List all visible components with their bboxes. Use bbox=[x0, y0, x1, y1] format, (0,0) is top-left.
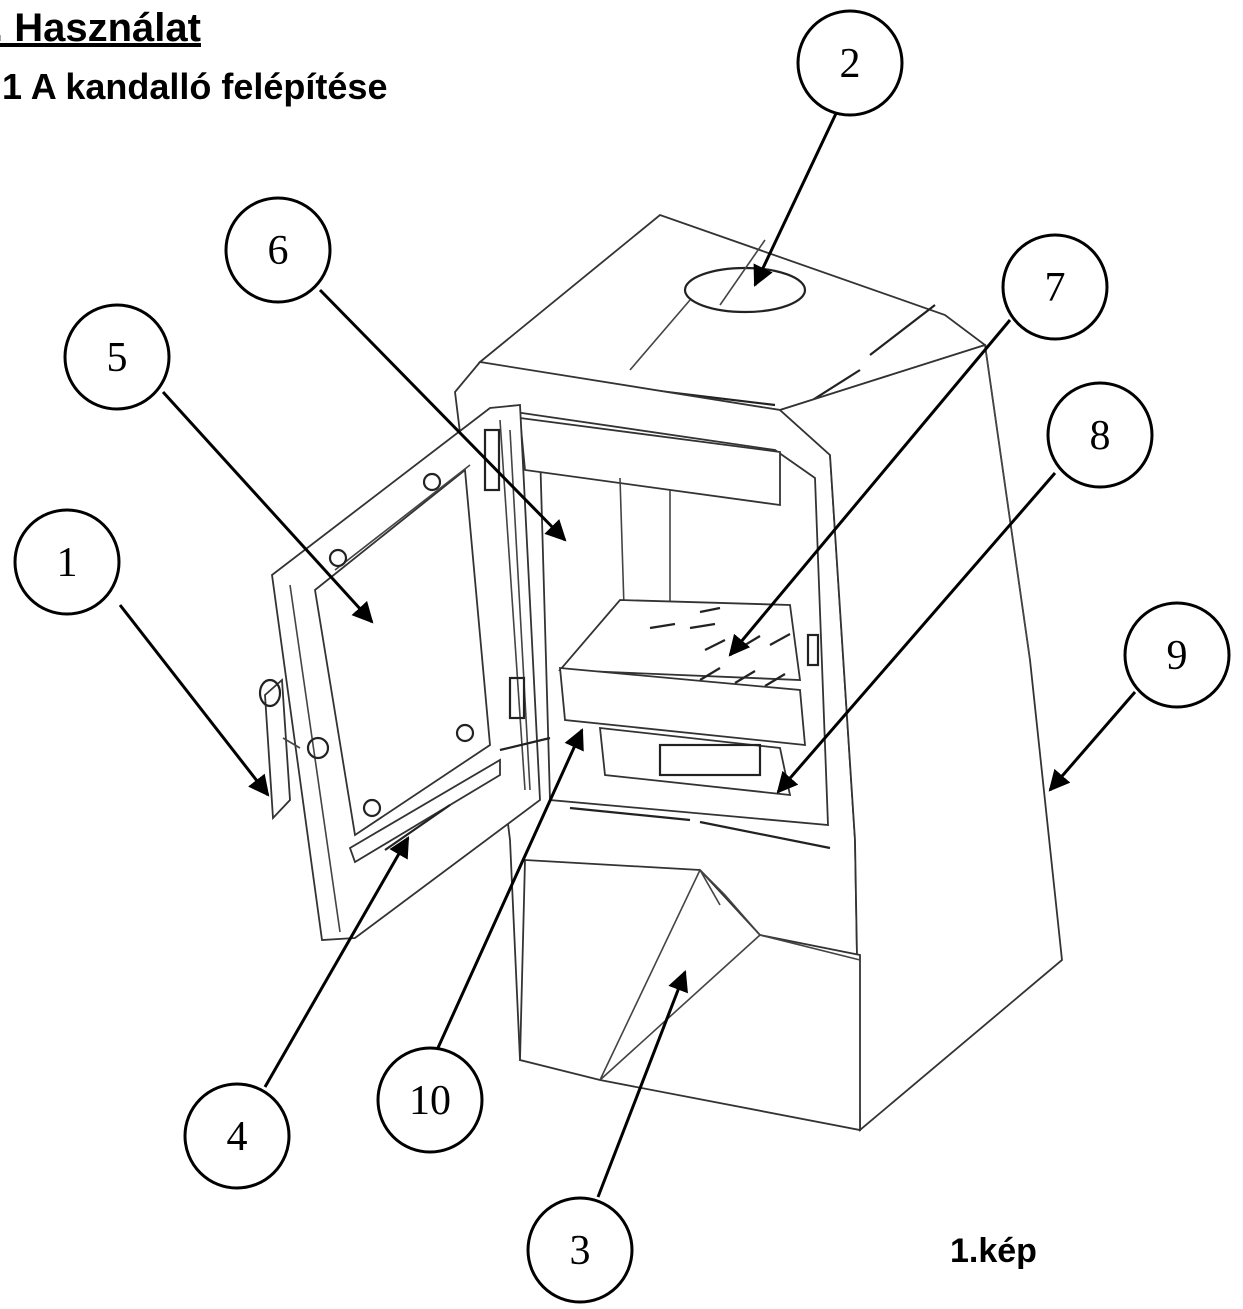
callout-7-number: 7 bbox=[1045, 265, 1066, 311]
handle-tool bbox=[258, 678, 301, 821]
callout-9-number: 9 bbox=[1167, 633, 1188, 679]
leader-2 bbox=[753, 104, 842, 287]
door-bottom-bar bbox=[348, 758, 501, 864]
callout-4-number: 4 bbox=[227, 1114, 248, 1160]
leader-3 bbox=[596, 970, 688, 1198]
callout-2: 2 bbox=[796, 9, 904, 117]
callout-2-number: 2 bbox=[840, 41, 861, 87]
callout-10: 10 bbox=[376, 1046, 484, 1154]
callout-5: 5 bbox=[63, 303, 171, 411]
callout-7: 7 bbox=[1001, 233, 1109, 341]
leader-8 bbox=[776, 472, 1057, 794]
callout-8: 8 bbox=[1046, 381, 1154, 489]
leader-6 bbox=[318, 288, 567, 542]
callout-1: 1 bbox=[13, 508, 121, 616]
grate bbox=[558, 599, 802, 681]
callout-8-number: 8 bbox=[1090, 413, 1111, 459]
callout-6-number: 6 bbox=[268, 228, 289, 274]
callout-3-number: 3 bbox=[570, 1228, 591, 1274]
baffle-plate bbox=[518, 416, 781, 507]
callout-3: 3 bbox=[526, 1196, 634, 1304]
grate-slots bbox=[649, 606, 791, 687]
leader-5 bbox=[161, 390, 374, 624]
section-heading: . Használat bbox=[0, 6, 201, 50]
leader-10 bbox=[435, 728, 584, 1051]
grate-bar bbox=[559, 667, 806, 747]
leader-1 bbox=[118, 604, 270, 797]
leader-4 bbox=[263, 836, 410, 1088]
door bbox=[271, 404, 551, 941]
leader-7 bbox=[728, 319, 1012, 657]
leader-9 bbox=[1048, 691, 1137, 792]
door-glass bbox=[314, 468, 491, 837]
callout-4: 4 bbox=[183, 1082, 291, 1190]
callout-1-number: 1 bbox=[57, 540, 78, 586]
callout-5-number: 5 bbox=[107, 335, 128, 381]
callout-9: 9 bbox=[1123, 601, 1231, 709]
callout-10-number: 10 bbox=[409, 1078, 451, 1124]
callout-6: 6 bbox=[224, 196, 332, 304]
figure-caption: 1.kép bbox=[950, 1232, 1037, 1270]
subsection-heading: .1 A kandalló felépítése bbox=[0, 66, 388, 107]
stove-body bbox=[454, 213, 1063, 1132]
